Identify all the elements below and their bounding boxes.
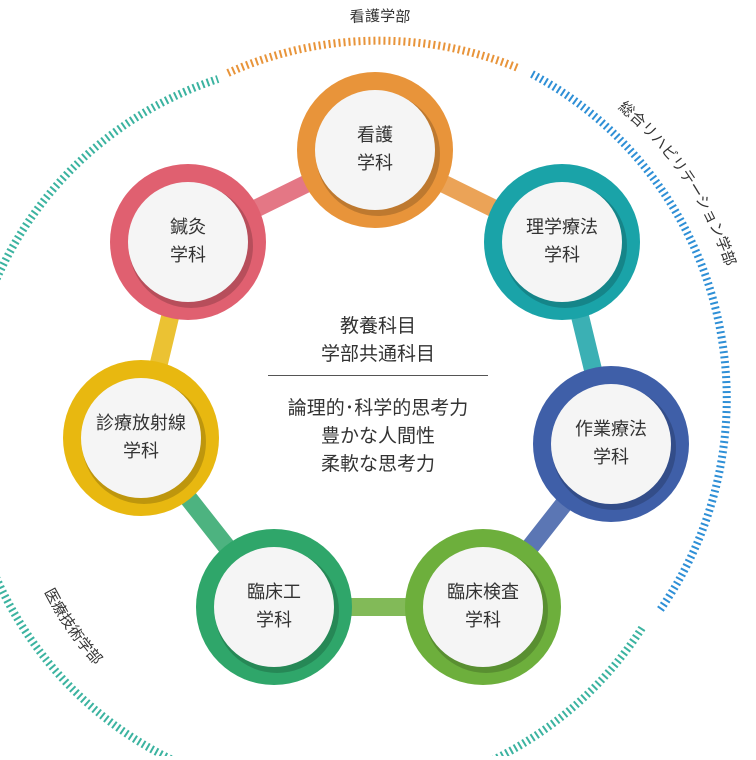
bubble-face-ot bbox=[551, 384, 671, 504]
center-lower-text: 論理的･科学的思考力 豊かな人間性 柔軟な思考力 bbox=[258, 394, 498, 478]
department-name-clinical-eng: 臨床工 bbox=[247, 582, 301, 603]
department-suffix-clinical-lab: 学科 bbox=[465, 610, 501, 631]
department-name-clinical-lab: 臨床検査 bbox=[447, 582, 519, 603]
department-name-ot: 作業療法 bbox=[575, 419, 647, 440]
department-clinical-lab[interactable] bbox=[405, 529, 561, 685]
department-name-radiology: 診療放射線 bbox=[96, 413, 186, 434]
department-suffix-pt: 学科 bbox=[544, 245, 580, 266]
department-suffix-acupuncture: 学科 bbox=[170, 245, 206, 266]
center-upper-text: 教養科目 学部共通科目 bbox=[258, 312, 498, 368]
center-line-2: 学部共通科目 bbox=[320, 343, 435, 365]
department-suffix-clinical-eng: 学科 bbox=[256, 610, 292, 631]
nursing-ring-segment bbox=[226, 36, 520, 77]
department-ot[interactable] bbox=[533, 366, 689, 522]
bubble-face-pt bbox=[502, 182, 622, 302]
center-line-3: 論理的･科学的思考力 bbox=[287, 397, 469, 419]
department-label-clinical-lab: 臨床検査学科 bbox=[418, 579, 548, 635]
department-label-pt: 理学療法学科 bbox=[497, 214, 627, 270]
department-name-acupuncture: 鍼灸 bbox=[170, 217, 206, 238]
department-nursing[interactable] bbox=[297, 72, 453, 228]
center-line-1: 教養科目 bbox=[339, 315, 416, 337]
department-label-radiology: 診療放射線学科 bbox=[76, 410, 206, 466]
department-suffix-radiology: 学科 bbox=[123, 441, 159, 462]
department-label-ot: 作業療法学科 bbox=[546, 416, 676, 472]
outer-ring bbox=[0, 36, 731, 760]
bubble-face-clinical-eng bbox=[214, 547, 334, 667]
faculty-label-medtech: 医療技術学部 bbox=[41, 585, 106, 668]
department-clinical-eng[interactable] bbox=[196, 529, 352, 685]
bubble-face-acupuncture bbox=[128, 182, 248, 302]
department-radiology[interactable] bbox=[63, 360, 219, 516]
rehab-ring-segment bbox=[530, 70, 731, 613]
department-acupuncture[interactable] bbox=[110, 164, 266, 320]
department-name-pt: 理学療法 bbox=[526, 217, 598, 238]
center-line-4: 豊かな人間性 bbox=[320, 425, 435, 447]
department-label-acupuncture: 鍼灸学科 bbox=[123, 214, 253, 270]
department-suffix-ot: 学科 bbox=[593, 447, 629, 468]
department-suffix-nursing: 学科 bbox=[357, 153, 393, 174]
center-line-5: 柔軟な思考力 bbox=[320, 453, 435, 475]
department-pt[interactable] bbox=[484, 164, 640, 320]
faculty-label-nursing: 看護学部 bbox=[349, 7, 411, 26]
bubble-face-radiology bbox=[81, 378, 201, 498]
department-name-nursing: 看護 bbox=[357, 125, 393, 146]
bubble-face-clinical-lab bbox=[423, 547, 543, 667]
department-bubbles bbox=[63, 72, 689, 685]
bubble-face-nursing bbox=[315, 90, 435, 210]
department-label-clinical-eng: 臨床工学科 bbox=[209, 579, 339, 635]
department-label-nursing: 看護学科 bbox=[310, 122, 440, 178]
center-divider bbox=[268, 375, 488, 376]
